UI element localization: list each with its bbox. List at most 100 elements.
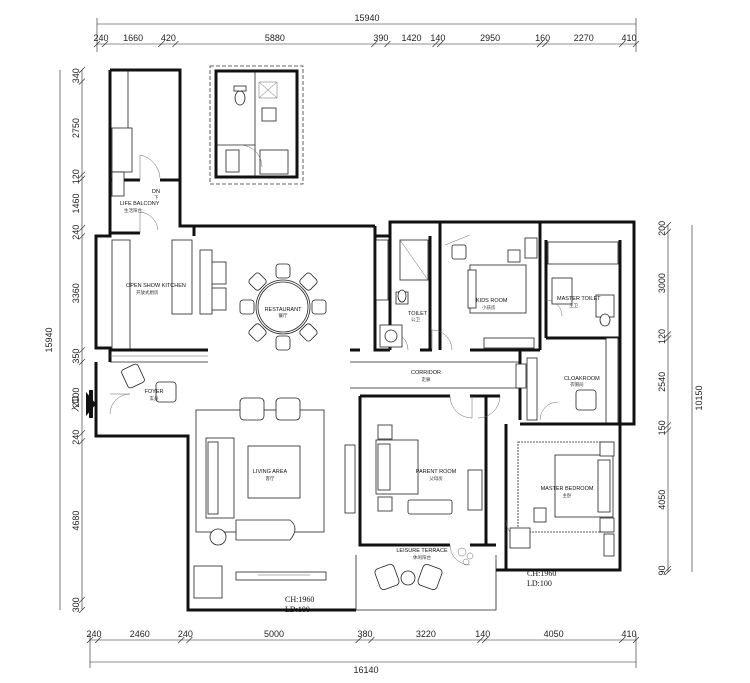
dims-top-tick-8 — [536, 40, 544, 48]
dims-left-8: 240 — [71, 430, 81, 445]
room-label-parent-room-cn: 父母房 — [429, 475, 443, 482]
dims-right-4: 150 — [657, 420, 667, 435]
dims-left-tick-6 — [78, 346, 86, 354]
stair-down-label: DN — [152, 189, 160, 195]
dims-left-tick-3 — [78, 175, 86, 182]
dims-left-tick-7 — [78, 358, 86, 366]
dining-chair — [248, 272, 267, 291]
room-label-foyer: FOYER — [145, 389, 164, 395]
dims-top-9: 2270 — [574, 33, 594, 43]
dims-right-3: 2540 — [657, 372, 667, 392]
dims-right-1: 3000 — [657, 273, 667, 293]
dims-top-10: 410 — [622, 33, 637, 43]
furniture-foyer — [121, 363, 177, 403]
room-label-toilet: TOILET — [408, 311, 428, 317]
dims-bottom-8: 410 — [622, 629, 637, 639]
dims-right-6: 90 — [657, 565, 667, 575]
furniture-restaurant — [199, 249, 327, 351]
room-label-master-toilet-cn: 主卫 — [569, 302, 578, 309]
dims-bottom-tick-5 — [368, 636, 375, 644]
dims-top-tick-4 — [371, 40, 378, 48]
room-label-corridor-cn: 走廊 — [422, 376, 431, 383]
dims-right-tick-0 — [664, 221, 672, 229]
dims-bottom-2: 240 — [178, 629, 193, 639]
dims-left-tick-0 — [78, 66, 86, 74]
dims-left-6: 350 — [71, 349, 81, 364]
dims-right-tick-1 — [664, 228, 672, 236]
dims-bottom-tick-0 — [86, 636, 94, 644]
dims-top-1: 1660 — [123, 33, 143, 43]
room-label-cloakroom: CLOAKROOM — [564, 376, 600, 382]
furniture-master-bedroom — [509, 441, 615, 557]
dims-top-tick-11 — [632, 40, 640, 48]
dims-top-tick-0 — [93, 40, 101, 48]
dims-top-tick-6 — [432, 40, 439, 48]
dims-left-tick-4 — [78, 224, 86, 232]
room-label-corridor: CORRIDOR — [411, 370, 441, 376]
dims-top-tick-5 — [384, 40, 391, 48]
dims-bottom-tick-7 — [481, 636, 489, 644]
dining-chair — [275, 263, 291, 279]
furniture-cloakroom — [575, 389, 597, 411]
dims-top-tick-1 — [101, 40, 109, 48]
doors — [109, 154, 563, 566]
entrance-marker: 入口 — [71, 390, 96, 418]
furniture-kids-room — [444, 234, 538, 349]
dims-top-tick-7 — [437, 40, 444, 48]
annex-bathroom — [209, 65, 304, 185]
room-label-living-area: LIVING AREA — [253, 469, 288, 475]
dims-left-tick-10 — [78, 596, 86, 604]
dims-right-tick-4 — [664, 422, 672, 429]
dims-top-tick-2 — [158, 40, 165, 48]
dims-left-tick-5 — [78, 233, 86, 240]
dining-chair — [311, 299, 327, 315]
ceiling-height-left: CH:1960 — [285, 595, 314, 604]
interior-walls — [110, 70, 622, 570]
dims-top-tick-3 — [172, 40, 179, 48]
room-label-leisure-terrace: LEISURE TERRACE — [396, 548, 448, 554]
dim-left-total: 15940 — [44, 327, 54, 352]
dims-left-10: 300 — [71, 597, 81, 612]
dims-right-tick-7 — [664, 568, 672, 576]
furniture-master-toilet — [547, 241, 619, 327]
dims-bottom-tick-2 — [178, 636, 185, 644]
dining-chair — [239, 299, 255, 315]
room-label-master-bedroom: MASTER BEDROOM — [541, 486, 594, 492]
room-labels: LIFE BALCONY 生活阳台 OPEN SHOW KITCHEN 开放式厨… — [120, 189, 601, 561]
dims-left-tick-9 — [78, 438, 86, 445]
room-label-kitchen: OPEN SHOW KITCHEN — [126, 283, 186, 289]
room-label-kitchen-cn: 开放式厨房 — [136, 289, 159, 296]
dims-top-6: 140 — [430, 33, 445, 43]
room-label-master-bedroom-cn: 主卧 — [563, 492, 572, 499]
dims-bottom-tick-3 — [186, 636, 193, 644]
dims-left-3: 1460 — [71, 193, 81, 213]
dims-top-tick-9 — [542, 40, 549, 48]
dims-top-8: 160 — [535, 33, 550, 43]
dims-top-2: 420 — [161, 33, 176, 43]
dims-left-9: 4680 — [71, 511, 81, 531]
room-label-leisure-terrace-cn: 休闲阳台 — [413, 554, 431, 561]
room-label-living-area-cn: 客厅 — [266, 475, 275, 482]
furniture-parent-room — [375, 424, 483, 515]
dims-left-tick-1 — [78, 78, 86, 85]
dim-bottom-total: 16140 — [353, 665, 378, 675]
dining-chair — [299, 272, 318, 291]
dims-top-tick-10 — [618, 40, 626, 48]
dims-left-0: 340 — [71, 68, 81, 83]
dims-left-1: 2750 — [71, 118, 81, 138]
dims-left-2: 120 — [71, 169, 81, 184]
height-notes: CH:1960 LD:100 CH:1960 LD:100 — [285, 569, 556, 614]
dims-bottom-7: 4050 — [544, 629, 564, 639]
room-label-master-toilet: MASTER TOILET — [557, 296, 601, 302]
stair-down-label-cn: 下 — [154, 195, 159, 201]
dim-right-total: 10150 — [694, 385, 704, 410]
dining-chair — [248, 323, 267, 342]
dims-left-tick-2 — [78, 171, 86, 178]
dims-bottom-tick-4 — [355, 636, 362, 644]
dims-right-2: 120 — [657, 329, 667, 344]
dims-left-7: 2100 — [71, 388, 81, 408]
